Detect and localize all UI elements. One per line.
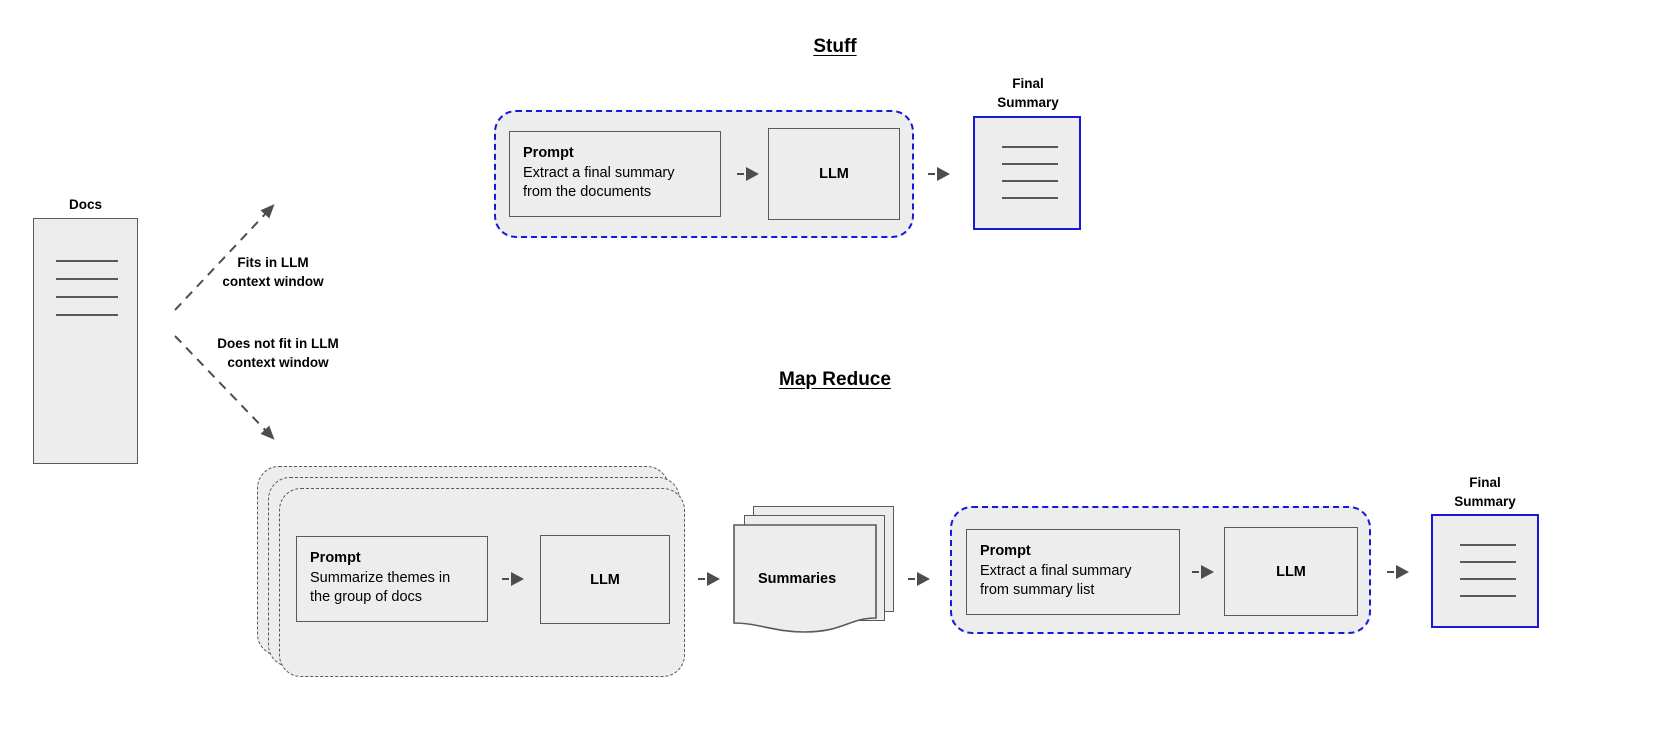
map-llm-label: LLM: [590, 571, 620, 588]
connector-dash: [737, 173, 744, 175]
branch-label-fits: Fits in LLM context window: [222, 255, 324, 290]
summaries-sheet-front: [733, 524, 877, 633]
branch-arrows: [174, 204, 275, 440]
stuff-llm-box: LLM: [768, 128, 900, 220]
map-connector-to-summaries: [698, 572, 720, 586]
connector-arrowhead: [511, 572, 524, 586]
stuff-connector-to-final-summary: [928, 167, 950, 181]
connector-arrowhead: [707, 572, 720, 586]
final-summary-line-4: [1002, 197, 1058, 199]
map-prompt-box: Prompt Summarize themes in the group of …: [296, 536, 488, 622]
connector-arrowhead: [1396, 565, 1409, 579]
connector-arrowhead: [1201, 565, 1214, 579]
stuff-prompt-title: Prompt: [523, 145, 574, 161]
final-summary-line-3: [1002, 180, 1058, 182]
final-summary-line-4: [1460, 595, 1516, 597]
map-reduce-final-summary-page: [1431, 514, 1539, 628]
reduce-prompt-box: Prompt Extract a final summary from summ…: [966, 529, 1180, 615]
connector-dash: [1192, 571, 1199, 573]
connector-dash: [908, 578, 915, 580]
docs-line-2: [56, 278, 118, 280]
stuff-final-summary-label: Final Summary: [997, 76, 1059, 111]
section-title-map-reduce: Map Reduce: [779, 369, 891, 390]
reduce-prompt-title: Prompt: [980, 543, 1031, 559]
docs-page: [33, 218, 138, 464]
connector-arrowhead: [937, 167, 950, 181]
stuff-prompt-body: Extract a final summary from the documen…: [523, 164, 675, 201]
final-summary-line-3: [1460, 578, 1516, 580]
reduce-llm-box: LLM: [1224, 527, 1358, 616]
connector-dash: [1387, 571, 1394, 573]
map-prompt-body: Summarize themes in the group of docs: [310, 569, 451, 606]
final-summary-line-1: [1460, 544, 1516, 546]
map-connector-prompt-to-llm: [502, 572, 524, 586]
final-summary-line-2: [1002, 163, 1058, 165]
connector-dash: [502, 578, 509, 580]
connector-arrowhead: [917, 572, 930, 586]
connector-dash: [928, 173, 935, 175]
reduce-connector-prompt-to-llm: [1192, 565, 1214, 579]
stuff-prompt-box: Prompt Extract a final summary from the …: [509, 131, 721, 217]
final-summary-line-2: [1460, 561, 1516, 563]
docs-line-3: [56, 296, 118, 298]
map-llm-box: LLM: [540, 535, 670, 624]
stuff-connector-prompt-to-llm: [737, 167, 759, 181]
reduce-connector-to-final-summary: [1387, 565, 1409, 579]
map-prompt-title: Prompt: [310, 550, 361, 566]
reduce-prompt-body: Extract a final summary from summary lis…: [980, 562, 1132, 599]
connector-dash: [698, 578, 705, 580]
branch-label-does-not-fit: Does not fit in LLM context window: [217, 336, 339, 371]
map-reduce-final-summary-label: Final Summary: [1454, 475, 1516, 510]
stuff-llm-label: LLM: [819, 166, 849, 182]
docs-line-1: [56, 260, 118, 262]
connector-arrowhead: [746, 167, 759, 181]
summaries-label: Summaries: [758, 571, 837, 587]
reduce-llm-label: LLM: [1276, 563, 1306, 580]
docs-line-4: [56, 314, 118, 316]
docs-label: Docs: [68, 197, 102, 212]
connector-summaries-to-reduce: [908, 572, 930, 586]
stuff-final-summary-page: [973, 116, 1081, 230]
section-title-stuff: Stuff: [813, 36, 857, 57]
final-summary-line-1: [1002, 146, 1058, 148]
